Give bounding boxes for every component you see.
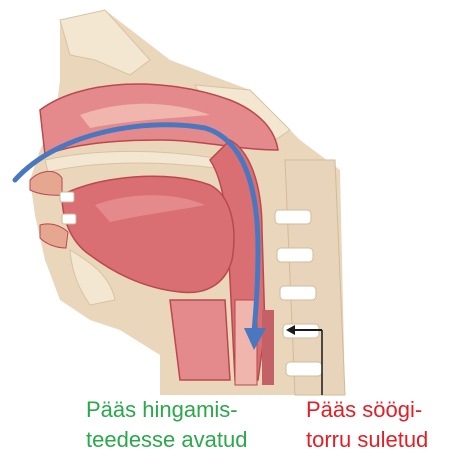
vertebra-1 [275, 210, 311, 224]
vertebra-5 [286, 362, 322, 376]
esophagus-caption-line2: torru suletud [306, 425, 428, 455]
vertebra-2 [277, 248, 313, 262]
upper-teeth [60, 192, 74, 202]
larynx [170, 300, 230, 380]
airway-caption-line2: teedesse avatud [86, 425, 247, 455]
esophagus [262, 310, 274, 385]
airway-open-caption: Pääs hingamis- teedesse avatud [86, 395, 247, 455]
esophagus-caption-line1: Pääs söögi- [306, 395, 428, 425]
vertebra-3 [280, 286, 316, 300]
lower-teeth [62, 214, 76, 224]
airway-caption-line1: Pääs hingamis- [86, 395, 247, 425]
esophagus-closed-caption: Pääs söögi- torru suletud [306, 395, 428, 455]
